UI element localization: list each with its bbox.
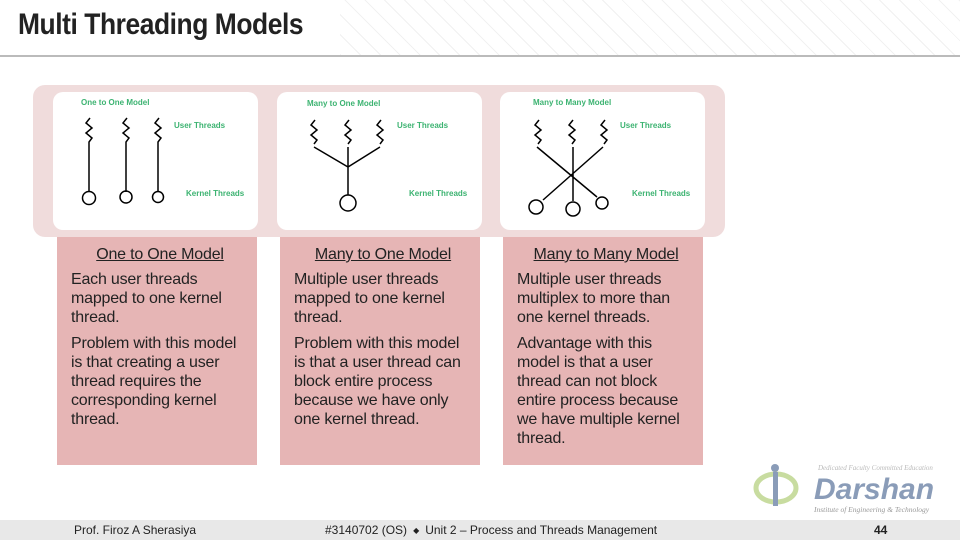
footer-bullet: ◆ bbox=[413, 525, 420, 535]
column-text: Problem with this model is that a user t… bbox=[294, 335, 461, 428]
user-threads-label: User Threads bbox=[174, 121, 226, 130]
footer-unit: Unit 2 – Process and Threads Management bbox=[425, 523, 658, 537]
kernel-threads-label: Kernel Threads bbox=[409, 189, 468, 198]
footer-author: Prof. Firoz A Sherasiya bbox=[74, 523, 197, 537]
divider bbox=[0, 55, 960, 57]
logo-tagline: Dedicated Faculty Committed Education bbox=[817, 464, 933, 472]
diagram-title: Many to One Model bbox=[307, 99, 380, 108]
user-threads-label: User Threads bbox=[397, 121, 449, 130]
logo-subtitle: Institute of Engineering & Technology bbox=[813, 505, 930, 514]
column-many-to-many: Many to Many Model Multiple user threads… bbox=[503, 237, 703, 465]
diagram-title: Many to Many Model bbox=[533, 98, 611, 107]
header-decoration bbox=[340, 0, 960, 55]
column-heading: Many to One Model bbox=[314, 246, 452, 263]
footer: Prof. Firoz A Sherasiya #3140702 (OS) ◆ … bbox=[0, 520, 960, 540]
column-text: Multiple user threads multiplex to more … bbox=[517, 271, 671, 326]
column-text: Advantage with this model is that a user… bbox=[517, 335, 680, 447]
user-threads-label: User Threads bbox=[620, 121, 672, 130]
column-heading: Many to Many Model bbox=[533, 246, 679, 263]
diagram-many-to-one: Many to One Model User Threads Kernel Th… bbox=[277, 92, 482, 230]
darshan-logo: Dedicated Faculty Committed Education Da… bbox=[752, 462, 957, 514]
page-number: 44 bbox=[874, 523, 888, 537]
footer-course-unit: #3140702 (OS) ◆ Unit 2 – Process and Thr… bbox=[325, 523, 657, 537]
page-title: Multi Threading Models bbox=[18, 8, 304, 41]
logo-name: Darshan bbox=[814, 473, 934, 506]
footer-course: #3140702 (OS) bbox=[325, 523, 408, 537]
column-text: Multiple user threads mapped to one kern… bbox=[294, 271, 445, 326]
kernel-threads-label: Kernel Threads bbox=[632, 189, 691, 198]
column-one-to-one: One to One Model Each user threads mappe… bbox=[57, 237, 257, 465]
column-text: Each user threads mapped to one kernel t… bbox=[71, 271, 222, 326]
diagram-many-to-many: Many to Many Model User Threads Kernel T… bbox=[500, 92, 705, 230]
diagram-one-to-one: One to One Model User Threads Kernel Thr… bbox=[53, 92, 258, 230]
column-text: Problem with this model is that creating… bbox=[71, 335, 237, 428]
column-heading: One to One Model bbox=[96, 246, 224, 263]
column-many-to-one: Many to One Model Multiple user threads … bbox=[280, 237, 480, 465]
thread-lines bbox=[309, 119, 385, 212]
kernel-threads-label: Kernel Threads bbox=[186, 189, 245, 198]
thread-lines bbox=[81, 117, 165, 206]
thread-lines bbox=[528, 119, 609, 217]
diagram-title: One to One Model bbox=[81, 98, 149, 107]
